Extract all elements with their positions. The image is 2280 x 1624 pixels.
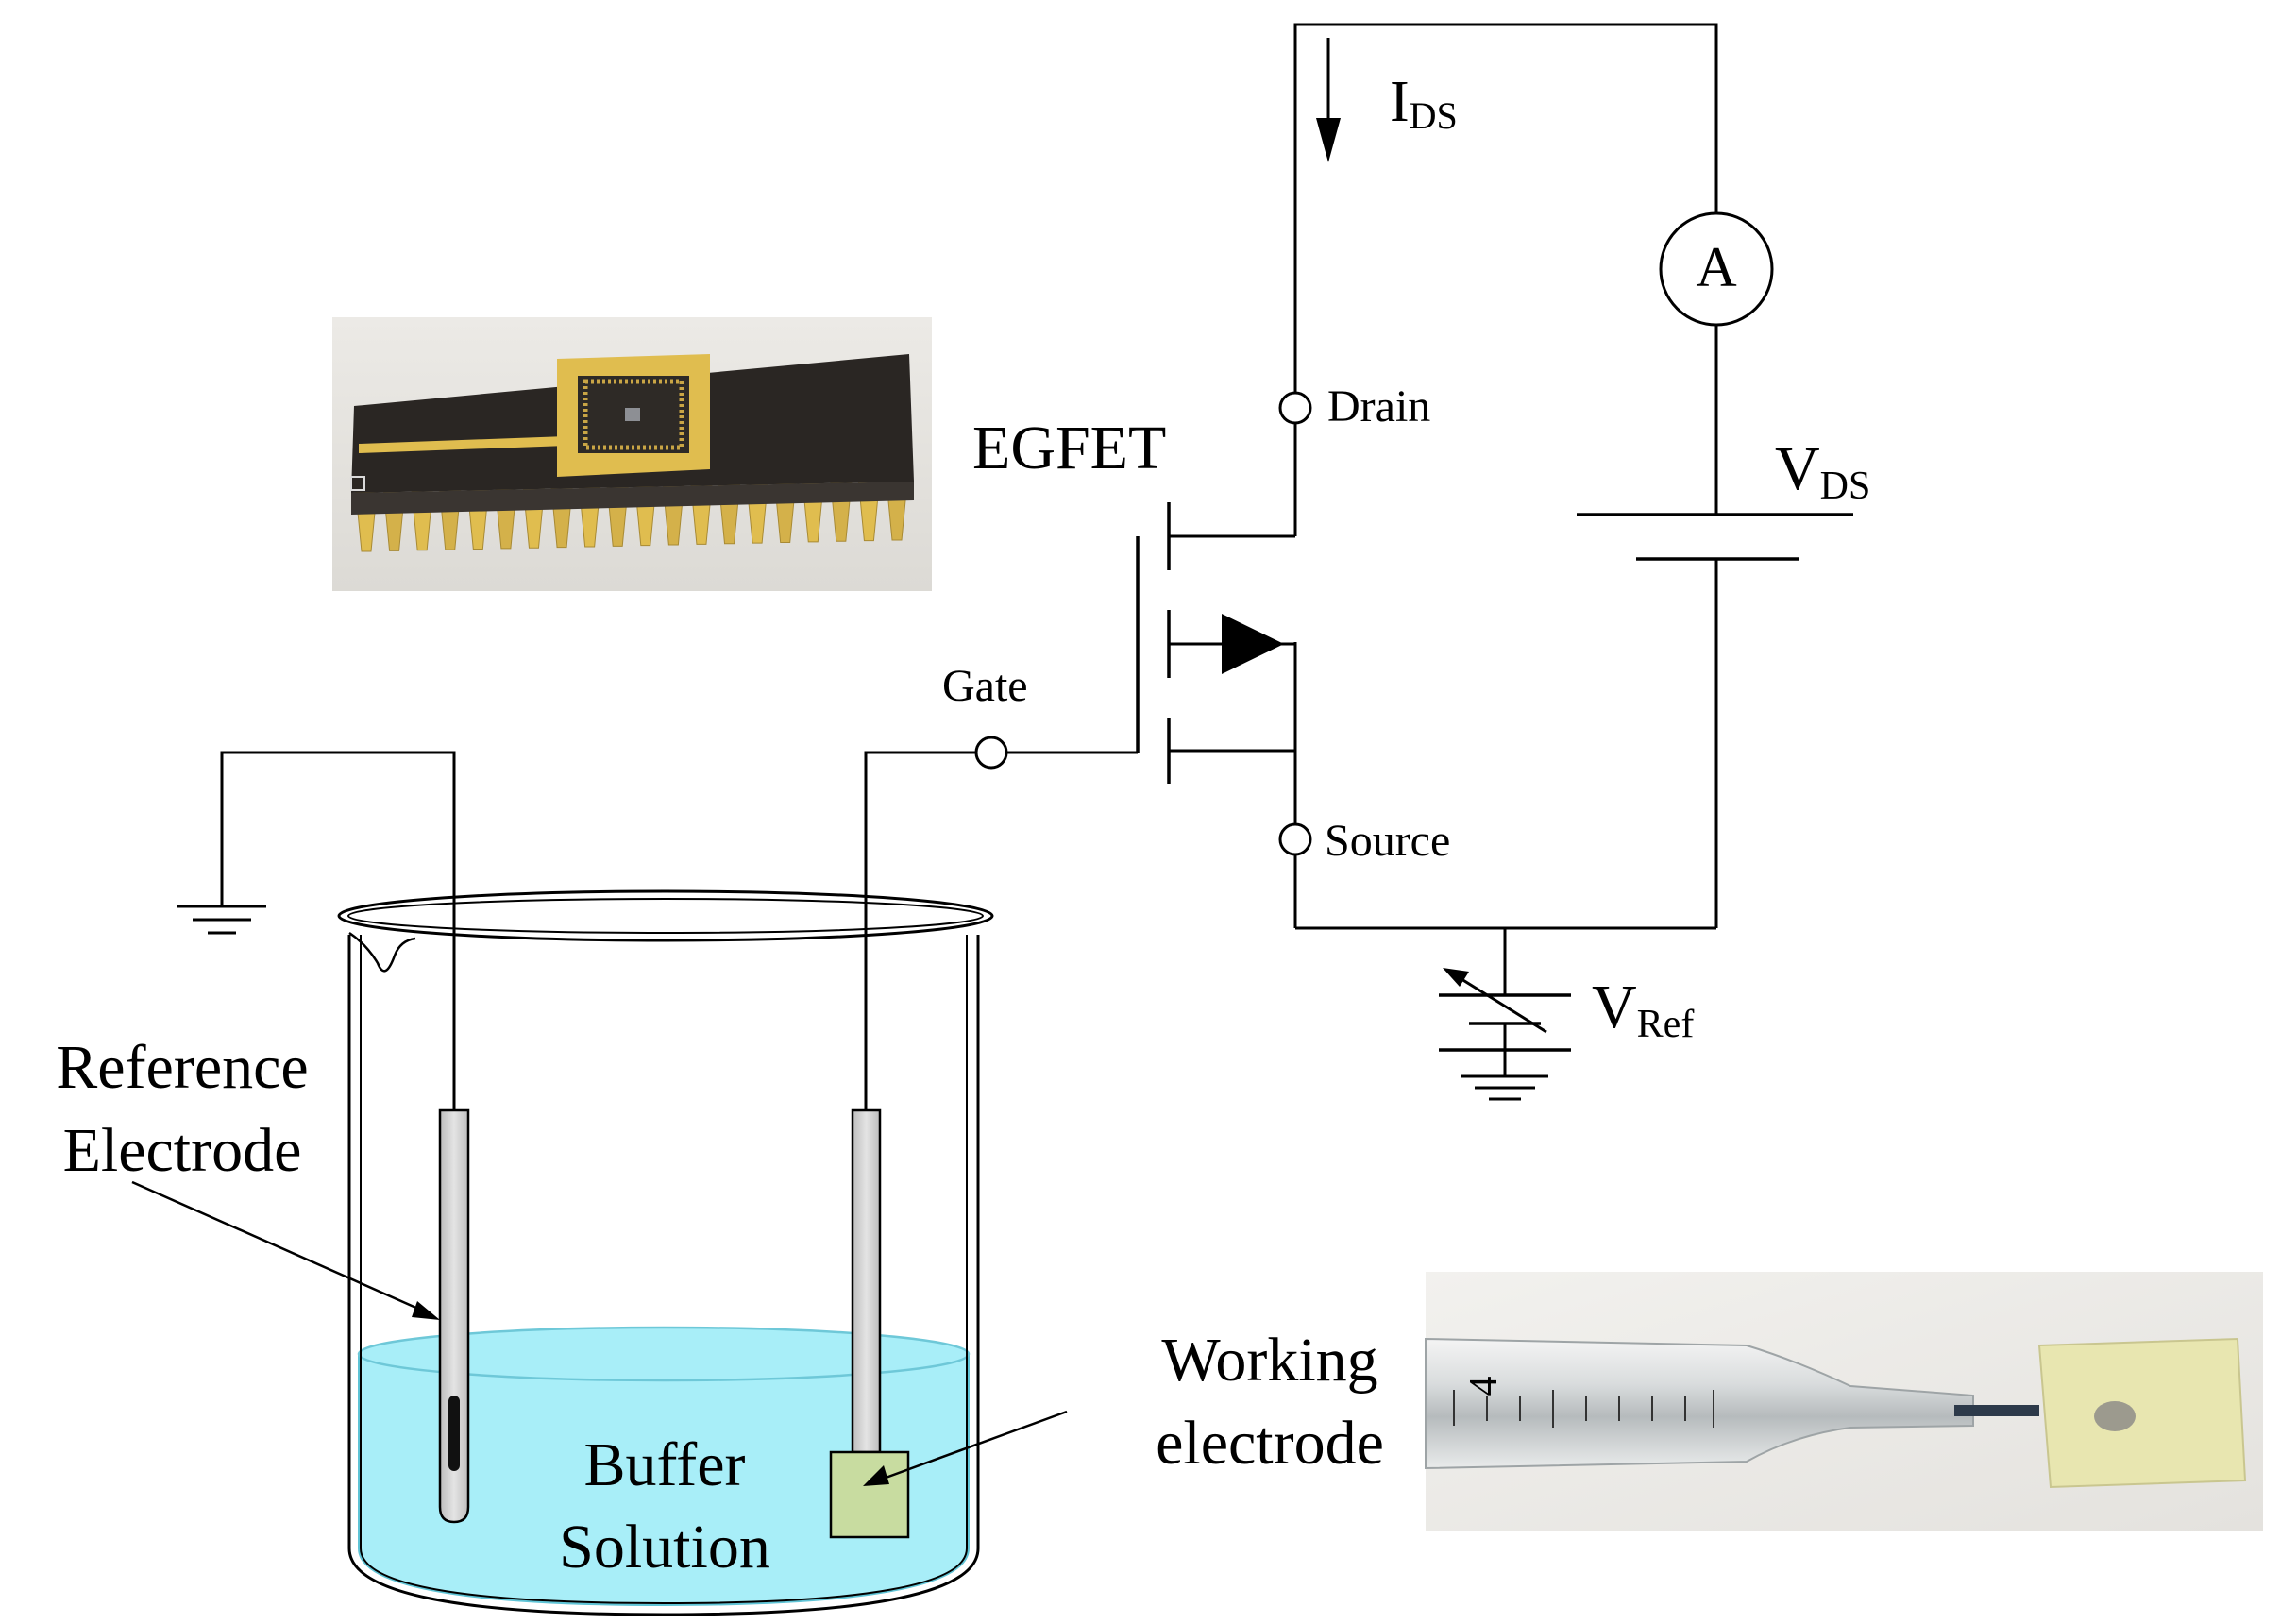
drain-terminal xyxy=(1278,391,1312,425)
buffer-solution-label-line1: Buffer xyxy=(583,1430,745,1499)
buffer-solution-label-line2: Solution xyxy=(559,1513,770,1582)
gate-terminal xyxy=(974,736,1008,770)
ammeter-symbol: A xyxy=(1659,211,1774,327)
ground-symbol xyxy=(177,905,266,935)
egfet-transistor-symbol xyxy=(1136,502,1295,784)
reference-electrode xyxy=(438,1108,470,1524)
vref-source-symbol xyxy=(1439,968,1571,1101)
pointer-arrows xyxy=(131,1180,1068,1486)
ids-label: IDS xyxy=(1390,70,1458,137)
reference-electrode-label-line2: Electrode xyxy=(63,1116,302,1185)
scale-mark-label: 4 xyxy=(1462,1377,1506,1396)
circuit-wires xyxy=(220,23,1718,1110)
vds-label: VDS xyxy=(1775,434,1870,508)
working-electrode xyxy=(829,1108,910,1539)
source-terminal xyxy=(1278,822,1312,856)
beaker xyxy=(337,889,994,1616)
gate-label: Gate xyxy=(942,661,1028,711)
ammeter-label: A xyxy=(1696,236,1736,298)
chip-photo xyxy=(332,317,932,591)
electrode-photo: 4 xyxy=(1425,1272,2263,1531)
chip-pins xyxy=(355,481,908,552)
egfet-label: EGFET xyxy=(972,414,1166,482)
working-electrode-label-line2: electrode xyxy=(1156,1409,1384,1478)
source-label: Source xyxy=(1325,816,1450,866)
drain-label: Drain xyxy=(1327,381,1430,431)
current-arrow xyxy=(1316,38,1341,162)
vref-label: VRef xyxy=(1592,973,1694,1046)
reference-electrode-label-line1: Reference xyxy=(56,1033,308,1102)
vds-battery-symbol xyxy=(1577,513,1853,561)
working-electrode-label-line1: Working xyxy=(1161,1326,1377,1395)
